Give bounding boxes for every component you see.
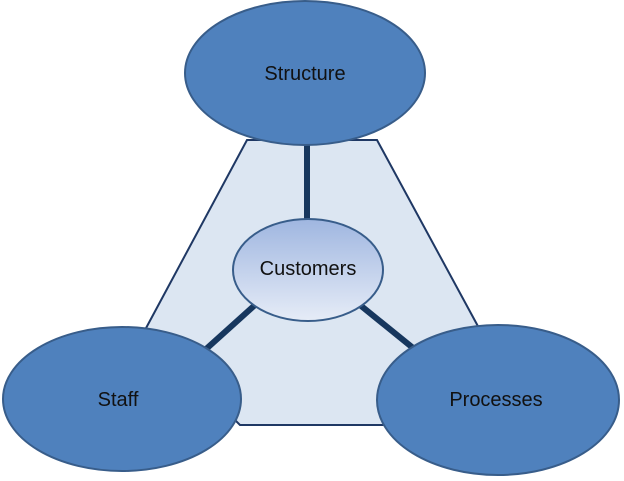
node-structure-shape[interactable] bbox=[184, 0, 426, 146]
node-processes-label: Processes bbox=[449, 389, 542, 411]
node-customers[interactable]: Customers bbox=[232, 218, 384, 322]
node-structure-label: Structure bbox=[264, 63, 345, 85]
connector-staff bbox=[202, 302, 258, 353]
connector-processes bbox=[358, 302, 420, 355]
node-structure[interactable]: Structure bbox=[184, 0, 426, 146]
node-customers-shape[interactable] bbox=[232, 218, 384, 322]
node-processes[interactable]: Processes bbox=[376, 324, 620, 476]
node-staff[interactable]: Staff bbox=[2, 326, 242, 472]
node-staff-label: Staff bbox=[98, 389, 139, 411]
node-customers-label: Customers bbox=[260, 258, 357, 280]
node-staff-shape[interactable] bbox=[2, 326, 242, 472]
node-processes-shape[interactable] bbox=[376, 324, 620, 476]
